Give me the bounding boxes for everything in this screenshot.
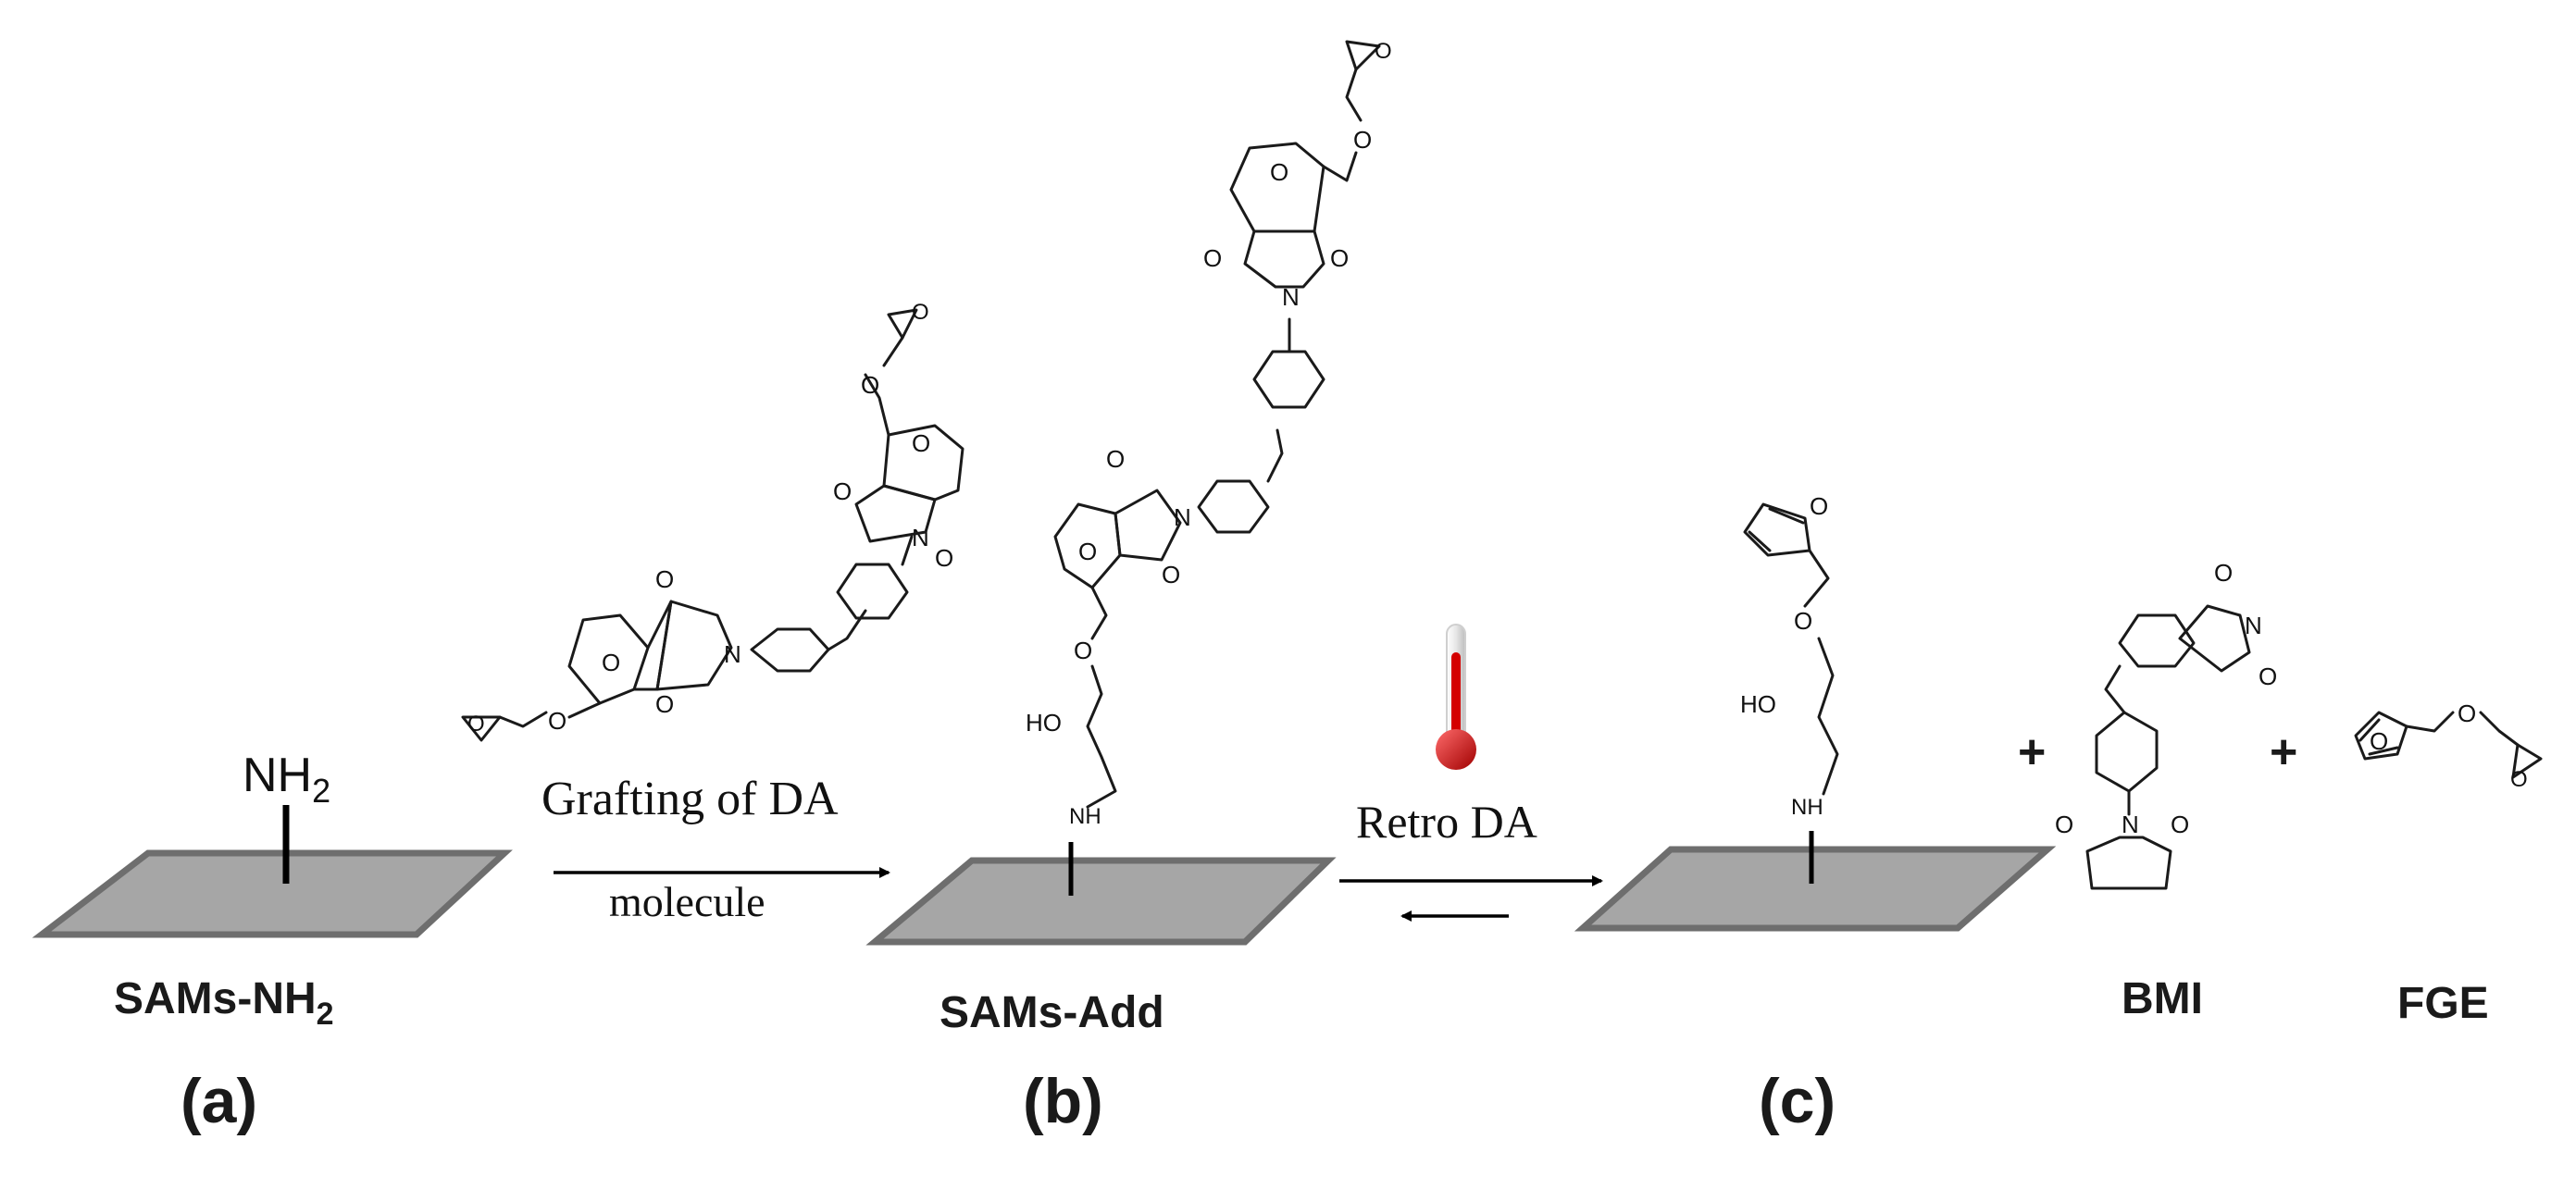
svg-text:O: O	[467, 712, 485, 737]
svg-text:N: N	[1282, 283, 1300, 311]
svg-text:O: O	[2510, 767, 2528, 792]
svg-text:O: O	[1375, 39, 1392, 64]
svg-text:N: N	[2245, 612, 2262, 639]
svg-text:O: O	[1353, 126, 1372, 154]
substrate-c	[1574, 846, 2057, 932]
products: + + O O N N O O BMI O O O	[2018, 559, 2543, 1028]
svg-text:O: O	[1330, 244, 1349, 272]
svg-text:HO: HO	[1026, 709, 1062, 737]
svg-text:O: O	[1270, 158, 1288, 186]
substrate-a	[31, 849, 513, 938]
svg-text:O: O	[2055, 811, 2073, 838]
svg-text:N: N	[1174, 503, 1191, 531]
svg-text:O: O	[655, 565, 674, 593]
svg-text:N: N	[724, 640, 741, 668]
svg-text:N: N	[2122, 811, 2139, 838]
bmi-label: BMI	[2122, 974, 2203, 1023]
panel-label-c: (c)	[1759, 1066, 1836, 1136]
fge-label: FGE	[2397, 979, 2489, 1028]
plus-sign-1: +	[2018, 725, 2046, 779]
svg-text:HO: HO	[1740, 690, 1776, 718]
svg-text:O: O	[1106, 445, 1125, 473]
svg-text:O: O	[912, 300, 929, 325]
panel-label-a: (a)	[180, 1066, 257, 1136]
svg-text:O: O	[1810, 492, 1828, 520]
svg-text:NH: NH	[1069, 804, 1101, 829]
amine-label: NH2	[243, 749, 330, 810]
surface-b: NH HO O O O O N N O O O O O SAMs-Add (b)	[865, 39, 1392, 1136]
grafting-arrow: Grafting of DA molecule	[541, 773, 890, 925]
panel-label-b: (b)	[1023, 1066, 1103, 1136]
svg-text:NH: NH	[1791, 795, 1823, 820]
bmi-structure: O O N N O O BMI	[2055, 559, 2277, 1023]
svg-text:O: O	[833, 477, 852, 505]
svg-text:O: O	[2214, 559, 2233, 587]
substrate-b	[865, 857, 1337, 946]
svg-text:O: O	[548, 707, 566, 735]
svg-text:O: O	[655, 690, 674, 718]
svg-text:O: O	[602, 649, 620, 676]
svg-text:O: O	[1794, 607, 1812, 635]
svg-text:O: O	[2370, 727, 2388, 755]
molecule-label: molecule	[609, 878, 765, 925]
surface-b-name: SAMs-Add	[940, 988, 1164, 1037]
thermometer-icon	[1436, 624, 1476, 770]
svg-text:O: O	[2458, 700, 2476, 727]
surface-a-name: SAMs-NH2	[114, 974, 334, 1032]
svg-text:O: O	[935, 544, 953, 572]
grafting-label: Grafting of DA	[541, 773, 839, 825]
svg-text:O: O	[1162, 561, 1180, 588]
free-da-adduct: O O O O O N N O O O O O	[461, 300, 964, 742]
svg-text:O: O	[861, 371, 879, 399]
svg-text:O: O	[2259, 663, 2277, 690]
retro-da-arrows: Retro DA	[1339, 796, 1603, 922]
fge-structure: O O O FGE	[2354, 700, 2543, 1028]
retro-da-label: Retro DA	[1356, 796, 1537, 848]
svg-text:O: O	[1074, 637, 1092, 664]
svg-text:O: O	[2171, 811, 2189, 838]
svg-text:O: O	[1203, 244, 1222, 272]
surface-a: NH2 SAMs-NH2 (a)	[31, 749, 513, 1136]
surface-c: NH HO O O (c)	[1574, 492, 2057, 1136]
svg-text:O: O	[912, 429, 930, 457]
plus-sign-2: +	[2270, 725, 2297, 779]
svg-text:O: O	[1078, 538, 1097, 565]
